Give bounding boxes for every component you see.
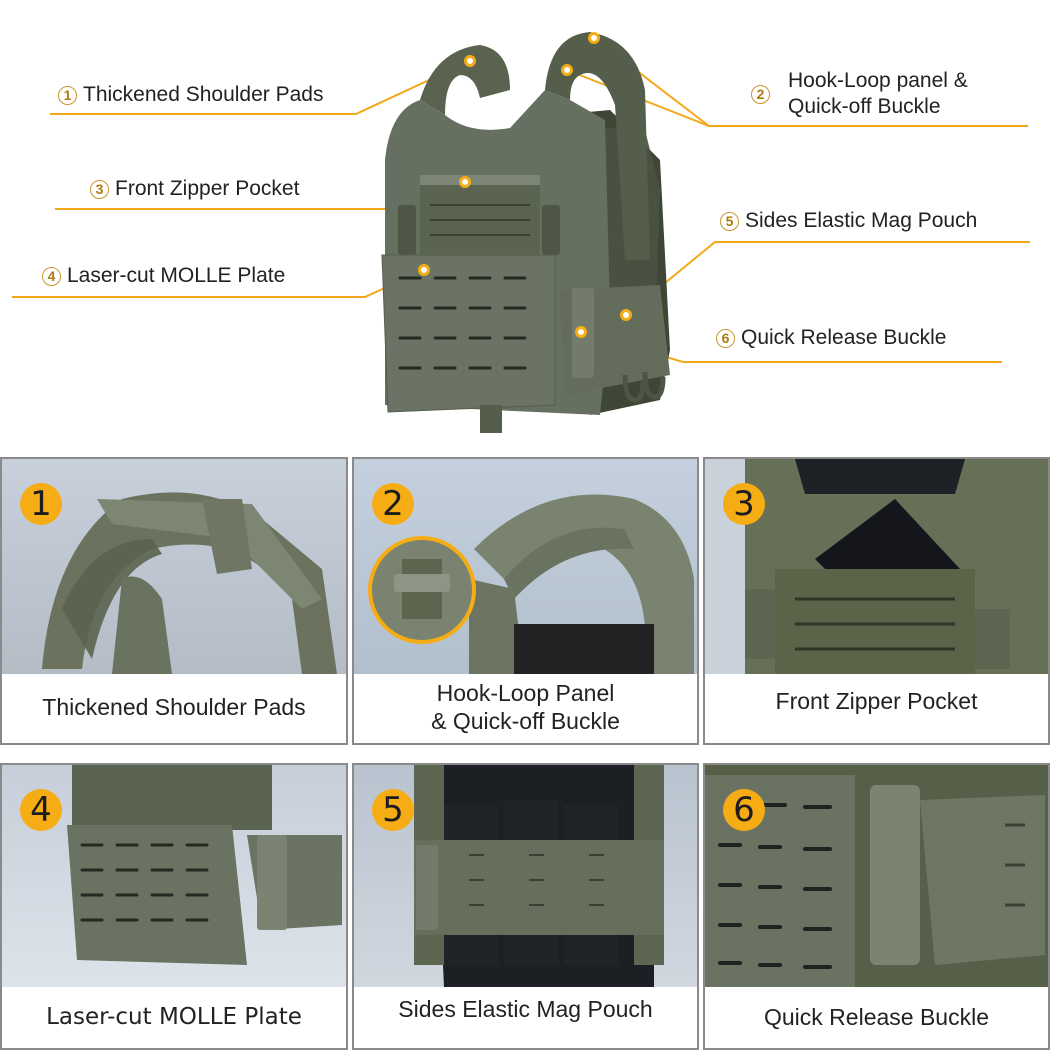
callout-4: 4 Laser-cut MOLLE Plate	[42, 264, 285, 288]
photo-zipper-pocket	[705, 459, 1048, 674]
panel-caption-line1: Hook-Loop Panel	[436, 680, 615, 706]
number-badge: 1	[58, 85, 77, 105]
number-badge: 4	[20, 789, 62, 831]
feature-panel-quick-release: 6 Quick Release Buckle	[703, 763, 1050, 1050]
number-badge: 5	[372, 789, 414, 831]
number-badge: 2	[751, 84, 770, 104]
feature-panel-mag-pouch: 5 Sides Elastic Mag Pouch	[352, 763, 699, 1050]
panel-caption: Sides Elastic Mag Pouch	[398, 996, 653, 1022]
callout-6: 6 Quick Release Buckle	[716, 326, 946, 350]
callout-label: Thickened Shoulder Pads	[83, 83, 324, 106]
number-badge: 5	[720, 211, 739, 231]
feature-panel-zipper-pocket: 3 Front Zipper Pocket	[703, 457, 1050, 745]
number-badge: 2	[372, 483, 414, 525]
number-badge: 6	[723, 789, 765, 831]
callout-5: 5 Sides Elastic Mag Pouch	[720, 209, 977, 233]
number-badge: 6	[716, 328, 735, 348]
callout-label: Hook-Loop panel & Quick-off Buckle	[788, 68, 968, 120]
panel-caption-line2: & Quick-off Buckle	[431, 708, 620, 734]
photo-hook-loop	[354, 459, 697, 674]
callout-lines	[12, 37, 1030, 363]
callout-label-line2: Quick-off Buckle	[788, 95, 941, 118]
number-badge: 4	[42, 266, 61, 286]
panel-caption: Hook-Loop Panel & Quick-off Buckle	[354, 671, 697, 743]
feature-panel-hook-loop: 2 Hook-Loop Panel & Quick-off Buckle	[352, 457, 699, 745]
callout-label-line1: Hook-Loop panel &	[788, 69, 968, 92]
callout-3: 3 Front Zipper Pocket	[90, 177, 299, 201]
callout-label: Front Zipper Pocket	[115, 177, 300, 200]
feature-panel-shoulder-pads: 1 Thickened Shoulder Pads	[0, 457, 348, 745]
callout-label: Quick Release Buckle	[741, 326, 947, 349]
number-badge: 3	[90, 179, 109, 199]
panel-caption: Front Zipper Pocket	[775, 688, 978, 714]
feature-panel-molle-plate: 4 Laser-cut MOLLE Plate	[0, 763, 348, 1050]
number-badge: 1	[20, 483, 62, 525]
panel-caption: Quick Release Buckle	[764, 1003, 989, 1030]
photo-mag-pouch	[354, 765, 697, 987]
callout-label: Sides Elastic Mag Pouch	[745, 209, 978, 232]
panel-caption: Laser-cut MOLLE Plate	[46, 1003, 302, 1030]
callout-1: 1 Thickened Shoulder Pads	[58, 83, 324, 107]
callout-2: 2 Hook-Loop panel & Quick-off Buckle	[751, 68, 968, 120]
panel-caption: Thickened Shoulder Pads	[42, 694, 306, 720]
number-badge: 3	[723, 483, 765, 525]
callout-label: Laser-cut MOLLE Plate	[67, 264, 286, 287]
vest-illustration	[360, 20, 700, 440]
